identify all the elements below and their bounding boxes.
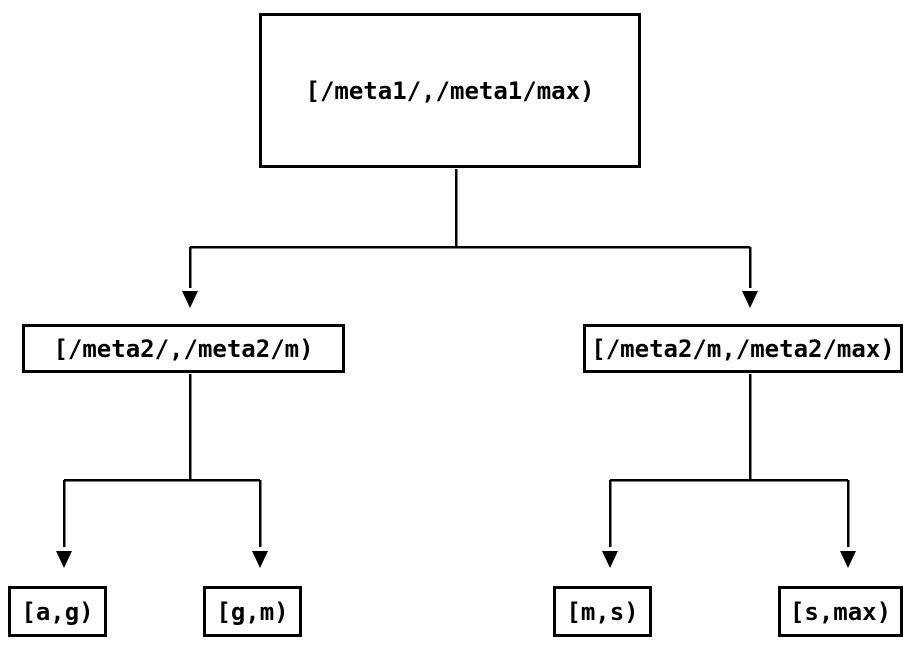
arrowhead-down-icon: [840, 551, 856, 568]
arrowhead-down-icon: [742, 291, 758, 308]
node-label: [a,g): [21, 597, 94, 626]
arrowhead-down-icon: [602, 551, 618, 568]
arrowhead-down-icon: [252, 551, 268, 568]
node-label: [m,s): [566, 597, 639, 626]
node-label: [/meta2/,/meta2/m): [53, 334, 314, 363]
node-right-child-interval: [/meta2/m,/meta2/max): [583, 324, 903, 373]
node-root-interval: [/meta1/,/meta1/max): [259, 13, 641, 168]
arrowhead-down-icon: [56, 551, 72, 568]
node-label: [s,max): [789, 597, 892, 626]
node-leaf-g-m: [g,m): [203, 586, 302, 637]
arrowhead-down-icon: [182, 291, 198, 308]
node-leaf-a-g: [a,g): [8, 586, 107, 637]
node-label: [/meta2/m,/meta2/max): [591, 334, 895, 363]
node-label: [g,m): [216, 597, 289, 626]
node-label: [/meta1/,/meta1/max): [305, 76, 595, 105]
node-leaf-s-max: [s,max): [778, 586, 903, 637]
node-left-child-interval: [/meta2/,/meta2/m): [22, 324, 345, 373]
node-leaf-m-s: [m,s): [553, 586, 652, 637]
